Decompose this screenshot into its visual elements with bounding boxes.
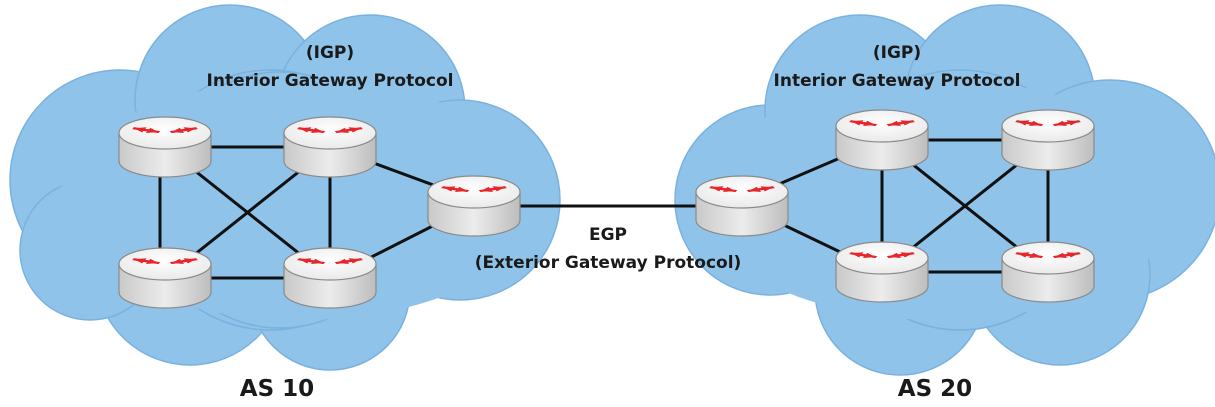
right-igp-name: Interior Gateway Protocol (774, 71, 1021, 91)
as-10-label: AS 10 (240, 376, 314, 402)
router-as10-bottom-left (119, 248, 211, 308)
as-20-label: AS 20 (898, 376, 972, 402)
egp-name: (Exterior Gateway Protocol) (475, 253, 742, 273)
router-as20-top-left (836, 110, 928, 170)
left-igp-abbrev: (IGP) (306, 43, 354, 63)
router-as20-top-right (1002, 110, 1094, 170)
left-igp-name: Interior Gateway Protocol (207, 71, 454, 91)
router-as10-top-right (284, 117, 376, 177)
router-as10-bottom-right (284, 248, 376, 308)
egp-abbrev: EGP (589, 225, 627, 245)
router-as10-top-left (119, 117, 211, 177)
router-as20-bottom-right (1002, 242, 1094, 302)
router-as10-border (428, 176, 520, 236)
router-as20-border (696, 176, 788, 236)
right-igp-abbrev: (IGP) (873, 43, 921, 63)
router-as20-bottom-left (836, 242, 928, 302)
